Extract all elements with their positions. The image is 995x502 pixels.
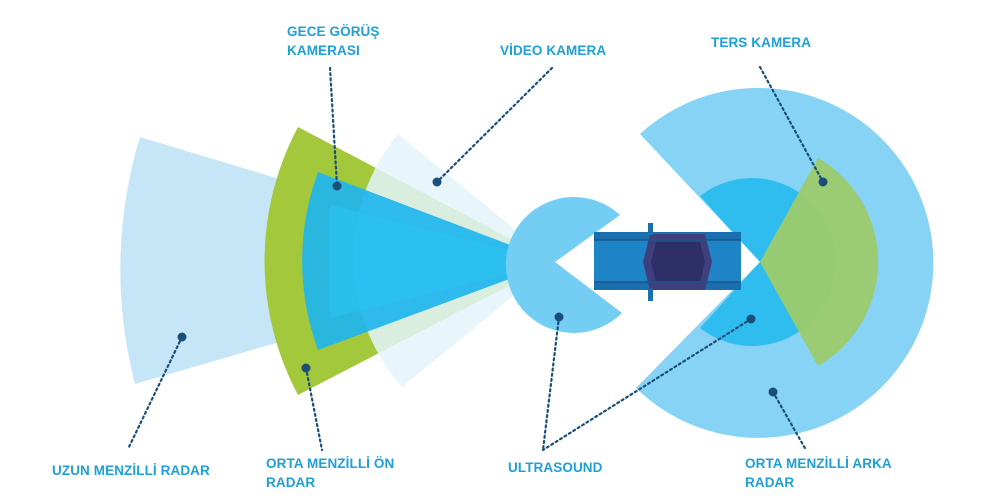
anchor-dots	[177, 177, 828, 397]
leader-line-video-kamera	[435, 66, 554, 184]
label-orta-menzilli-on-radar: ORTA MENZİLLİ ÖN RADAR	[266, 456, 395, 490]
leader-line-ultrasound-front	[541, 315, 561, 452]
front-radar-beam	[330, 205, 555, 318]
leader-line-ultrasound-rear	[541, 317, 753, 452]
anchor-dot-video-kamera	[432, 177, 442, 187]
leader-lines	[126, 65, 825, 452]
label-uzun-menzilli-radar: UZUN MENZİLLİ RADAR	[52, 463, 210, 478]
label-gece-gorus-kamerasi: GECE GÖRÜŞ KAMERASI	[287, 24, 380, 58]
label-ters-kamera: TERS KAMERA	[711, 35, 812, 50]
rear-camera-zone	[760, 158, 879, 366]
front-ultrasound-zone	[505, 196, 622, 333]
anchor-dot-orta-on	[301, 363, 311, 373]
anchor-dot-orta-arka	[768, 387, 778, 397]
label-ultrasound: ULTRASOUND	[508, 460, 603, 475]
anchor-dot-uzun-menzilli	[177, 332, 187, 342]
anchor-dot-ultrasound-rear	[746, 314, 756, 324]
leader-line-orta-on	[304, 366, 324, 452]
leader-line-gece-gorus	[328, 66, 339, 188]
anchor-dot-gece-gorus	[332, 181, 342, 191]
label-orta-menzilli-arka-radar: ORTA MENZİLLİ ARKA RADAR	[745, 456, 892, 490]
leader-line-orta-arka	[771, 390, 808, 452]
anchor-dot-ters-kamera	[818, 177, 828, 187]
label-video-kamera: VİDEO KAMERA	[500, 43, 607, 58]
leader-line-ters-kamera	[758, 65, 825, 184]
anchor-dot-ultrasound-front	[554, 312, 564, 322]
leader-line-uzun-menzilli	[126, 335, 184, 451]
car-icon	[594, 223, 741, 301]
